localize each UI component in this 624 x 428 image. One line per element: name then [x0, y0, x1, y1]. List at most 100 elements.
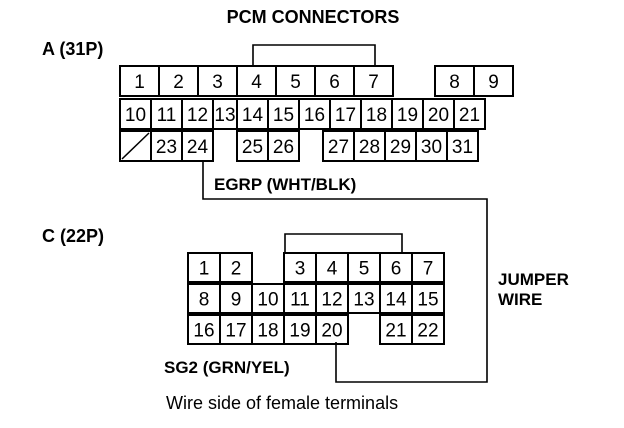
connector_a-pin-number: 2 — [173, 72, 184, 93]
connector_a-pin-cell — [150, 130, 183, 162]
connector_a-pin-number: 30 — [421, 137, 442, 158]
connector_c-pin-number: 4 — [327, 259, 338, 280]
connector_a-pin-cell — [197, 65, 238, 97]
connector_a-pin-number: 16 — [304, 105, 325, 126]
connector_a-pin-number: 27 — [328, 137, 349, 158]
connector_a-pin-number: 19 — [397, 105, 418, 126]
connector_a-pin-cell — [298, 98, 331, 130]
connector_a-pin-cell — [434, 65, 475, 97]
connector_c-pin-number: 18 — [257, 321, 278, 342]
sg2-wire-label: SG2 (GRN/YEL) — [164, 358, 290, 377]
connector_a-blank-pin-slash — [121, 132, 150, 160]
connector_c-pin-cell — [251, 314, 285, 345]
connector_a-pin-number: 9 — [488, 72, 499, 93]
connector_c-pin-cell — [379, 252, 413, 283]
connector_a-pin-number: 18 — [366, 105, 387, 126]
connector_c-pin-cell — [187, 252, 221, 283]
connector_c-pin-number: 17 — [225, 321, 246, 342]
connector_a-pin-number: 17 — [335, 105, 356, 126]
connector_a-pin-number: 8 — [449, 72, 460, 93]
connector_a-pin-number: 31 — [452, 137, 473, 158]
connector_a-pin-cell — [181, 130, 214, 162]
connector_a-pin-number: 23 — [156, 137, 177, 158]
connector_a-pin-number: 28 — [359, 137, 380, 158]
connector_a-pin-number: 13 — [214, 105, 235, 126]
connector_c-pin-number: 2 — [231, 259, 242, 280]
connector_c-pin-cell — [411, 252, 445, 283]
connector_c-pin-number: 7 — [423, 259, 434, 280]
connector-c-label: C (22P) — [42, 226, 104, 246]
connector_a-pin-number: 12 — [187, 105, 208, 126]
connector_c-pin-number: 11 — [290, 290, 310, 311]
connector_a-pin-number: 21 — [459, 105, 480, 126]
connector_a-pin-number: 11 — [157, 105, 177, 126]
connector_a-pin-cell — [119, 98, 152, 130]
connector_c-pin-cell — [219, 283, 253, 314]
connector-a-label: A (31P) — [42, 39, 103, 59]
connector_c-pin-number: 16 — [193, 321, 214, 342]
connector_a-pin-number: 24 — [187, 137, 209, 158]
connector-c-lock-bracket — [284, 233, 403, 253]
connector_c-pin-cell — [219, 314, 253, 345]
connector_c-pin-cell — [187, 314, 221, 345]
diagram-title: PCM CONNECTORS — [227, 7, 400, 27]
connector_c-pin-number: 10 — [257, 290, 278, 311]
connector_a-pin-number: 4 — [251, 72, 262, 93]
connector_a-pin-number: 20 — [428, 105, 449, 126]
connector_a-pin-cell — [422, 98, 455, 130]
connector_c-pin-cell — [283, 252, 317, 283]
connector_c-pin-number: 12 — [321, 290, 342, 311]
connector_a-pin-cell — [158, 65, 199, 97]
connector_a-pin-cell — [353, 65, 394, 97]
egrp-wire-label: EGRP (WHT/BLK) — [214, 175, 356, 194]
connector_c-pin-number: 22 — [417, 321, 438, 342]
connector_c-pin-number: 1 — [199, 259, 210, 280]
jumper-wire-label-line1: JUMPER — [498, 270, 569, 289]
connector_a-pin-number: 7 — [368, 72, 379, 93]
jumper-wire-label-line2: WIRE — [498, 290, 542, 309]
connector_a-pin-cell — [446, 130, 479, 162]
diagram-caption: Wire side of female terminals — [166, 393, 398, 413]
connector_a-pin-cell — [181, 98, 214, 130]
connector_a-pin-number: 5 — [290, 72, 301, 93]
connector_a-pin-cell — [267, 130, 300, 162]
jumper-wire — [202, 160, 488, 383]
connector_a-pin-number: 10 — [125, 105, 146, 126]
connector_a-pin-number: 25 — [242, 137, 263, 158]
connector_a-pin-number: 26 — [273, 137, 294, 158]
connector_a-pin-number: 29 — [390, 137, 411, 158]
connector_a-pin-cell — [391, 98, 424, 130]
connector_c-pin-number: 21 — [385, 321, 406, 342]
connector_c-pin-cell — [219, 252, 253, 283]
connector_a-pin-cell — [453, 98, 486, 130]
connector_a-pin-number: 1 — [134, 72, 145, 93]
connector_c-pin-cell — [411, 283, 445, 314]
connector-a-lock-bracket — [252, 44, 376, 66]
connector_a-pin-number: 14 — [242, 105, 264, 126]
connector_c-pin-number: 13 — [353, 290, 374, 311]
connector_a-pin-number: 15 — [273, 105, 294, 126]
connector_a-pin-cell — [329, 98, 362, 130]
connector_c-pin-cell — [315, 252, 349, 283]
connector_c-pin-cell — [411, 314, 445, 345]
connector_c-pin-number: 19 — [289, 321, 310, 342]
connector_a-pin-cell — [275, 65, 316, 97]
connector_c-pin-number: 20 — [321, 321, 342, 342]
connector_a-pin-number: 6 — [329, 72, 340, 93]
connector_c-pin-cell — [315, 314, 349, 345]
connector_a-pin-cell — [119, 65, 160, 97]
connector_c-pin-number: 8 — [199, 290, 210, 311]
connector_a-pin-cell — [473, 65, 514, 97]
connector_c-pin-number: 14 — [385, 290, 407, 311]
connector_c-pin-number: 3 — [295, 259, 306, 280]
connector_c-pin-cell — [379, 314, 413, 345]
connector_c-pin-cell — [347, 252, 381, 283]
connector_c-pin-number: 5 — [359, 259, 370, 280]
connector_c-pin-number: 15 — [417, 290, 438, 311]
connector_c-pin-number: 6 — [391, 259, 402, 280]
connector_a-pin-number: 3 — [212, 72, 223, 93]
connector_a-pin-cell — [415, 130, 448, 162]
